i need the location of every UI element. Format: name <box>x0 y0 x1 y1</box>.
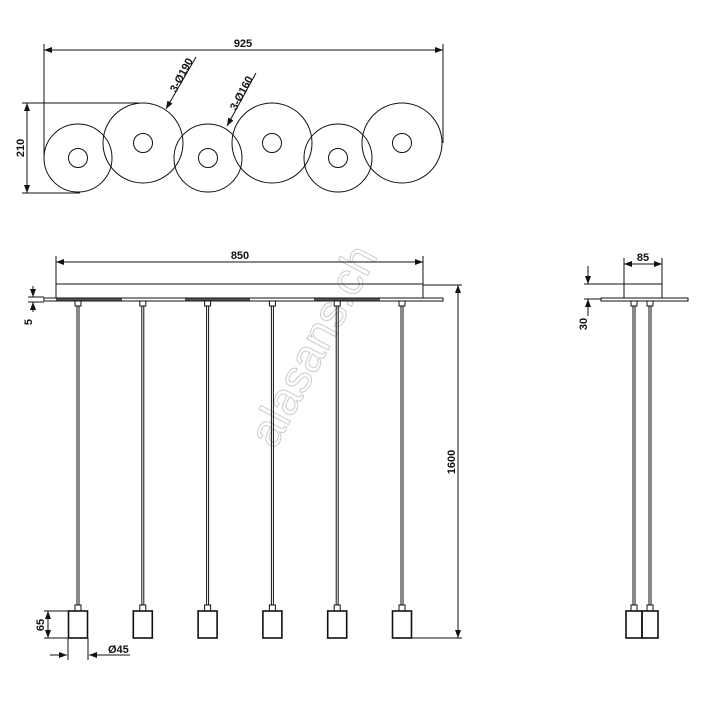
lamp-holder <box>204 604 212 612</box>
lamp-shade <box>197 610 218 639</box>
side-plate <box>600 297 689 302</box>
lamp-holder <box>646 604 654 612</box>
canopy-depth-label: 85 <box>637 252 649 264</box>
lamp-shade <box>67 610 89 639</box>
lamp-shade <box>625 610 643 639</box>
ceiling-connector <box>630 300 638 307</box>
lamp-holder <box>139 604 147 612</box>
lamp-holder <box>268 604 276 612</box>
ceiling-connector <box>204 300 212 307</box>
canopy-width-label: 850 <box>231 250 249 262</box>
pendant <box>641 300 659 639</box>
pendant <box>326 300 348 639</box>
pendant <box>132 300 154 639</box>
canopy-height-label: 30 <box>578 318 590 330</box>
lamp-shade <box>132 610 154 639</box>
shade-diameter-label: Ø45 <box>108 644 129 656</box>
pendant <box>67 300 89 639</box>
large-disc <box>361 102 443 184</box>
small-disc <box>173 123 243 193</box>
small-disc <box>43 123 113 193</box>
pendant <box>262 300 283 639</box>
plate-thickness-label: 5 <box>23 319 35 325</box>
top-view: 925 210 3-Ø190 3-Ø160 <box>15 38 444 194</box>
pendant <box>625 300 643 639</box>
ceiling-connector <box>646 300 654 307</box>
lamp-shade <box>391 610 413 639</box>
side-view: 85 30 <box>578 252 689 639</box>
lamp-holder <box>74 604 82 612</box>
small-disc-label: 3-Ø160 <box>228 74 256 112</box>
ceiling-connector <box>398 300 406 307</box>
shade-height-label: 65 <box>35 619 47 631</box>
ceiling-connector <box>74 300 82 307</box>
watermark: alasans.ch <box>238 236 387 455</box>
drop-height-label: 1600 <box>446 450 458 474</box>
large-disc <box>102 102 184 184</box>
side-canopy <box>623 283 663 299</box>
depth-label: 210 <box>15 139 27 157</box>
lamp-shade <box>262 610 283 639</box>
pendant <box>197 300 218 639</box>
lamp-shade <box>641 610 659 639</box>
lamp-holder <box>398 604 406 612</box>
ceiling-connector <box>268 300 276 307</box>
ceiling-connector <box>139 300 147 307</box>
lamp-holder <box>630 604 638 612</box>
lamp-holder <box>333 604 341 612</box>
lamp-shade <box>326 610 348 639</box>
pendant <box>391 300 413 639</box>
large-disc <box>231 102 313 184</box>
ceiling-connector <box>333 300 341 307</box>
overall-width-label: 925 <box>234 38 252 50</box>
large-disc-label: 3-Ø190 <box>168 56 196 94</box>
small-disc <box>303 123 373 193</box>
front-view: 850 5 1600 65 Ø45 <box>23 250 462 660</box>
discs <box>43 102 443 193</box>
